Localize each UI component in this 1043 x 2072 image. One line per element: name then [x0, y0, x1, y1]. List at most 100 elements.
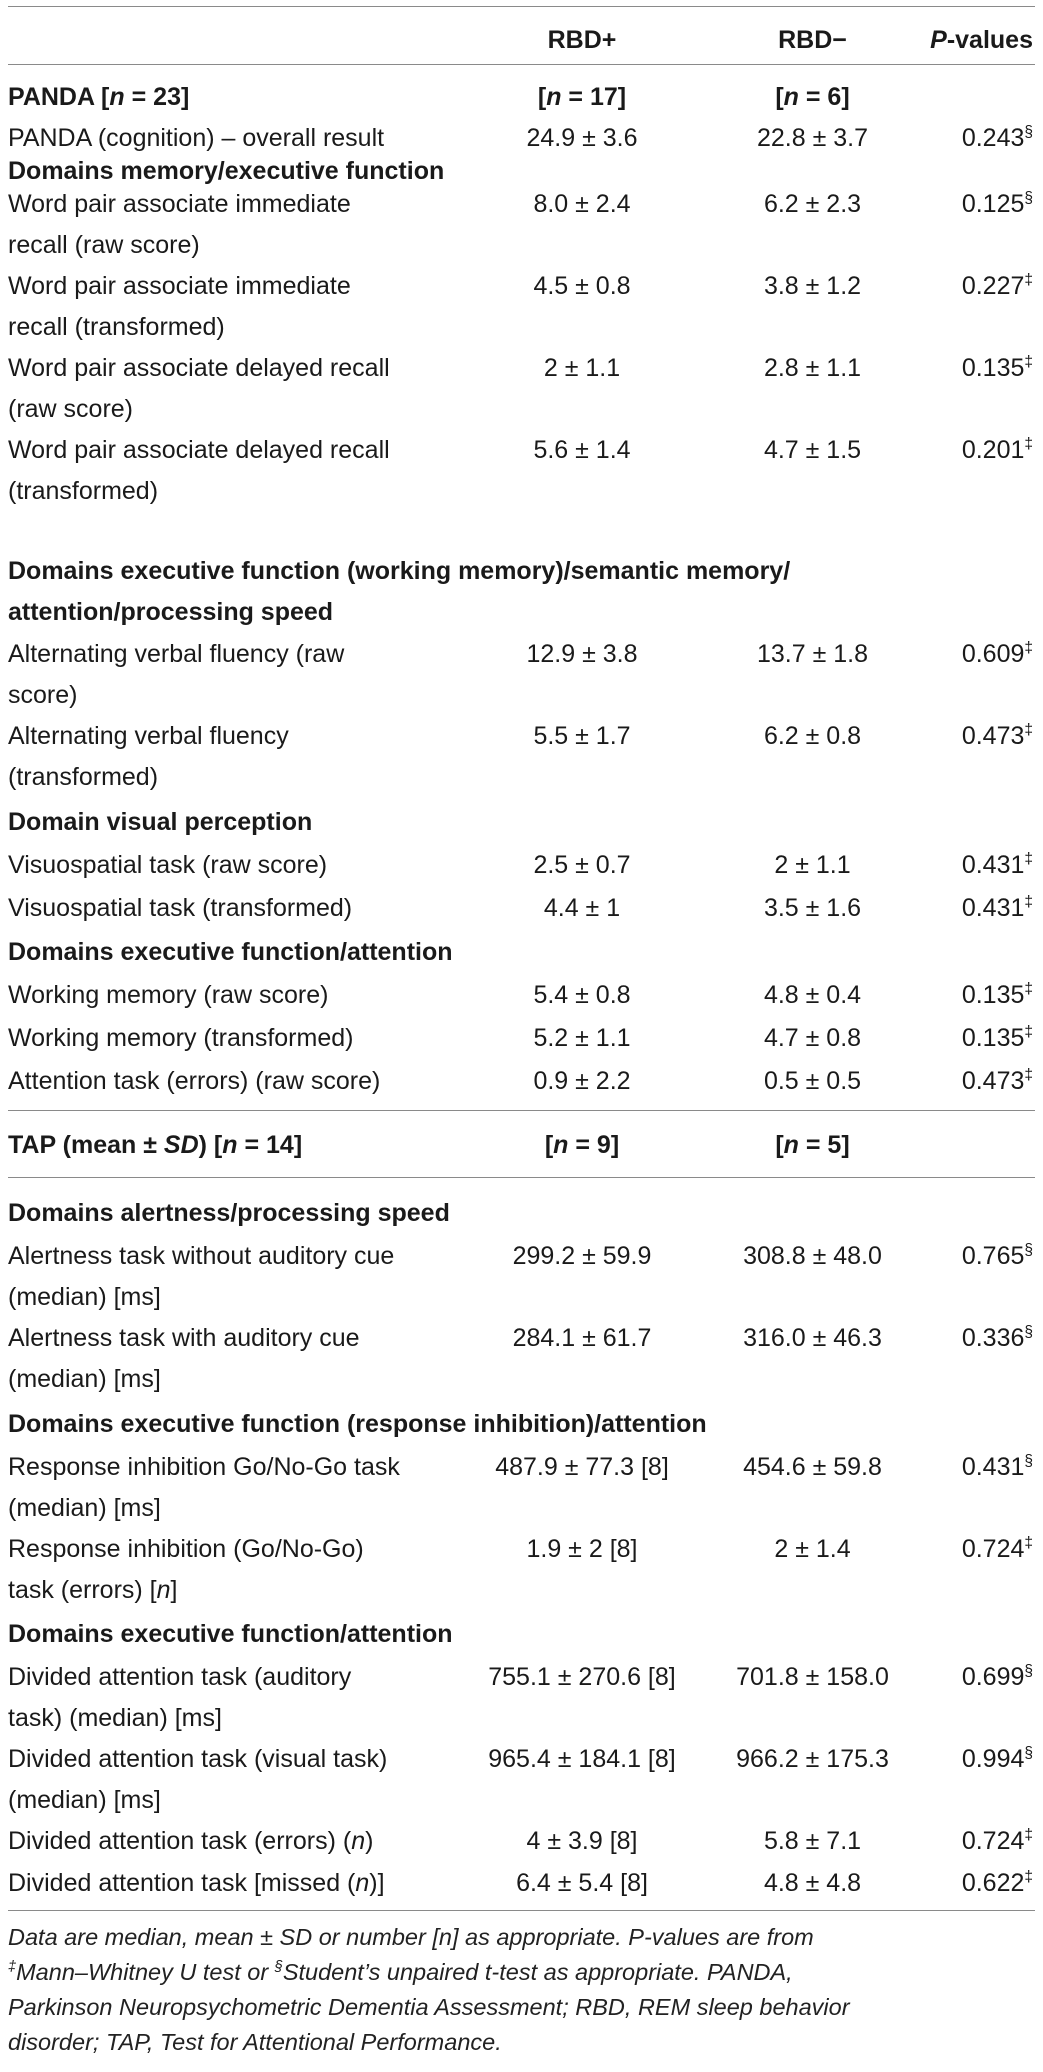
test-marker: ‡: [1024, 639, 1033, 657]
rbd-negative-value: 966.2 ± 175.3: [736, 1745, 889, 1773]
rbd-negative-value: 308.8 ± 48.0: [743, 1242, 882, 1270]
test-marker: ‡: [1024, 850, 1033, 868]
row-label: Visuospatial task (transformed): [8, 894, 353, 922]
rbd-positive-value: 284.1 ± 61.7: [512, 1324, 652, 1352]
rbd-negative-value: 3.5 ± 1.6: [763, 894, 862, 922]
test-marker: ‡: [1024, 980, 1033, 998]
test-marker: ‡: [1024, 893, 1033, 911]
rbd-negative-value: 2 ± 1.1: [774, 851, 851, 879]
test-marker: §: [1024, 1241, 1033, 1259]
row-label: Attention task (errors) (raw score): [8, 1067, 381, 1095]
p-value: 0.243§: [961, 123, 1033, 152]
rbd-negative-value: 6.2 ± 0.8: [763, 722, 862, 750]
tap-header-rule: [8, 1177, 1035, 1178]
row-label: Divided attention task [missed (n)]: [8, 1869, 385, 1897]
section-heading: Domains memory/executive function: [8, 157, 445, 185]
p-value: 0.609‡: [961, 639, 1033, 668]
test-marker: ‡: [1024, 721, 1033, 739]
test-marker: ‡: [1024, 271, 1033, 289]
table-bottom-rule: [8, 1910, 1035, 1911]
rbd-positive-value: 12.9 ± 3.8: [526, 640, 638, 668]
header-rule: [8, 64, 1035, 65]
p-value: 0.473‡: [961, 1066, 1033, 1095]
row-label: Response inhibition (Go/No-Go)task (erro…: [8, 1535, 364, 1604]
table-top-rule: [8, 6, 1035, 7]
section-heading: Domains executive function (response inh…: [8, 1410, 707, 1438]
p-value: 0.227‡: [961, 271, 1033, 300]
rbd-positive-value: 6.4 ± 5.4 [8]: [516, 1869, 648, 1897]
panda-tap-divider: [8, 1110, 1035, 1111]
p-value: 0.135‡: [961, 353, 1033, 382]
section-heading: Domains alertness/processing speed: [8, 1199, 450, 1227]
test-marker: ‡: [1024, 353, 1033, 371]
rbd-negative-value: 701.8 ± 158.0: [736, 1663, 889, 1691]
p-value: 0.135‡: [961, 1023, 1033, 1052]
row-label: Working memory (raw score): [8, 981, 329, 1009]
panda-rbd-negative-n: [n = 6]: [775, 83, 850, 111]
p-value: 0.765§: [961, 1241, 1033, 1270]
p-value: 0.724‡: [961, 1534, 1033, 1563]
rbd-positive-value: 4.5 ± 0.8: [533, 272, 631, 300]
row-label: Alertness task with auditory cue(median)…: [8, 1324, 360, 1393]
section-heading: Domains executive function/attention: [8, 1620, 453, 1648]
test-marker: ‡: [1024, 1534, 1033, 1552]
row-label: Divided attention task (visual task)(med…: [8, 1745, 388, 1814]
panda-group-label: PANDA [n = 23]: [8, 83, 190, 111]
rbd-negative-value: 4.8 ± 0.4: [763, 981, 862, 1009]
test-marker: §: [1024, 189, 1033, 207]
rbd-negative-value: 5.8 ± 7.1: [763, 1827, 862, 1855]
test-marker: ‡: [1024, 435, 1033, 453]
rbd-negative-value: 13.7 ± 1.8: [756, 640, 869, 668]
rbd-positive-value: 487.9 ± 77.3 [8]: [495, 1453, 669, 1481]
p-value: 0.699§: [961, 1662, 1033, 1691]
rbd-negative-value: 2.8 ± 1.1: [763, 354, 862, 382]
rbd-positive-value: 24.9 ± 3.6: [526, 124, 638, 152]
test-marker: §: [1024, 1323, 1033, 1341]
p-value: 0.201‡: [961, 435, 1033, 464]
section-heading: Domains executive function/attention: [8, 938, 453, 966]
section-heading: Domain visual perception: [8, 808, 313, 836]
p-value: 0.431‡: [961, 850, 1033, 879]
rbd-positive-value: 755.1 ± 270.6 [8]: [488, 1663, 676, 1691]
table-footnote: Data are median, mean ± SD or number [n]…: [8, 1924, 850, 2055]
rbd-negative-value: 2 ± 1.4: [774, 1535, 851, 1563]
p-value: 0.135‡: [961, 980, 1033, 1009]
rbd-positive-value: 965.4 ± 184.1 [8]: [488, 1745, 676, 1773]
row-label: Response inhibition Go/No-Go task(median…: [8, 1453, 400, 1522]
row-label: Word pair associate delayed recall(raw s…: [8, 354, 390, 423]
p-value: 0.431‡: [961, 893, 1033, 922]
rbd-negative-value: 316.0 ± 46.3: [743, 1324, 882, 1352]
rbd-positive-value: 2 ± 1.1: [543, 354, 621, 382]
row-label: Alternating verbal fluency(transformed): [8, 722, 289, 791]
column-header-p-values: P-values: [930, 26, 1033, 54]
tap-rbd-negative-n: [n = 5]: [775, 1131, 850, 1159]
rbd-negative-value: 4.8 ± 4.8: [763, 1869, 862, 1897]
rbd-positive-value: 299.2 ± 59.9: [512, 1242, 652, 1270]
rbd-negative-value: 0.5 ± 0.5: [763, 1067, 862, 1095]
test-marker: ‡: [1024, 1826, 1033, 1844]
rbd-positive-value: 5.2 ± 1.1: [533, 1024, 631, 1052]
rbd-positive-value: 0.9 ± 2.2: [533, 1067, 631, 1095]
test-marker: ‡: [1024, 1023, 1033, 1041]
row-label: Alertness task without auditory cue(medi…: [8, 1242, 395, 1311]
column-header-rbd-negative: RBD−: [778, 26, 847, 54]
test-marker: §: [1024, 123, 1033, 141]
p-value: 0.724‡: [961, 1826, 1033, 1855]
p-value: 0.125§: [961, 189, 1033, 218]
rbd-negative-value: 454.6 ± 59.8: [743, 1453, 882, 1481]
test-marker: ‡: [1024, 1066, 1033, 1084]
row-label: Word pair associate delayed recall(trans…: [8, 436, 390, 505]
test-marker: ‡: [1024, 1868, 1033, 1886]
rbd-positive-value: 5.6 ± 1.4: [533, 436, 631, 464]
tap-group-label: TAP (mean ± SD) [n = 14]: [8, 1131, 303, 1159]
test-marker: §: [1024, 1662, 1033, 1680]
panda-rbd-positive-n: [n = 17]: [537, 83, 627, 111]
rbd-positive-value: 4.4 ± 1: [543, 894, 621, 922]
rbd-positive-value: 5.4 ± 0.8: [533, 981, 631, 1009]
p-value: 0.336§: [961, 1323, 1033, 1352]
row-label: Visuospatial task (raw score): [8, 851, 328, 879]
row-label: PANDA (cognition) – overall result: [8, 124, 385, 152]
rbd-positive-value: 4 ± 3.9 [8]: [526, 1827, 638, 1855]
